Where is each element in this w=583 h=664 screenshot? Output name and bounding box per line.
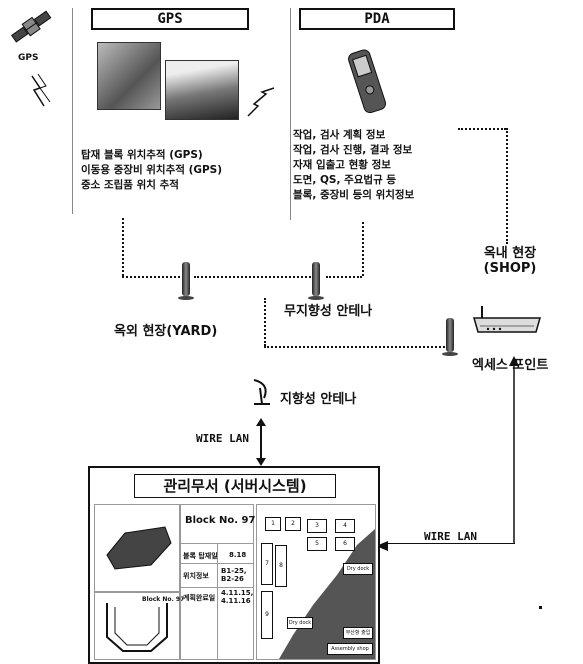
pda-item: 자재 입출고 현황 정보: [293, 158, 414, 173]
wire-lan-left-label: WIRE LAN: [196, 432, 249, 445]
gps-item: 중소 조립품 위치 추적: [81, 178, 222, 193]
map-tag: Dry dock: [287, 617, 313, 629]
satellite-label: GPS: [18, 53, 38, 63]
table-key: 계획완료일: [183, 593, 215, 603]
gps-item-list: 탑재 블록 위치추적 (GPS) 이동용 중장비 위치추적 (GPS) 중소 조…: [81, 148, 222, 193]
gps-terrain-photo: [165, 60, 239, 120]
satellite-icon: [8, 6, 56, 46]
gps-panel: GPS 탑재 블록 위치추적 (GPS) 이동용 중장비 위치추적 (GPS) …: [72, 8, 263, 214]
map-block: 3: [307, 519, 327, 533]
site-map: 1 2 3 4 5 6 7 8 9 Dry dock Dry dock 부산항 …: [256, 504, 376, 660]
pda-device-icon: [347, 46, 389, 116]
pda-item: 작업, 검사 진행, 결과 정보: [293, 143, 414, 158]
pda-side-line: [458, 128, 506, 130]
omni-antenna-left-icon: [182, 262, 190, 296]
yard-drop-line: [264, 298, 266, 346]
pda-panel: PDA 작업, 검사 계획 정보 작업, 검사 진행, 결과 정보 자재 입출고…: [290, 8, 459, 220]
indoor-site-line1: 옥내 현장: [460, 246, 560, 261]
signal-icon: [26, 72, 56, 112]
pda-item: 도면, QS, 주요법규 등: [293, 173, 414, 188]
pda-item: 블록, 중장비 등의 위치정보: [293, 188, 414, 203]
wire-lan-right-label: WIRE LAN: [424, 530, 477, 543]
directional-antenna-icon: [250, 376, 276, 406]
map-block: 8: [275, 545, 287, 587]
gps-item: 이동용 중장비 위치추적 (GPS): [81, 163, 222, 178]
ap-antenna-icon: [446, 318, 454, 352]
outdoor-site-label: 옥외 현장(YARD): [114, 320, 217, 339]
map-block: 6: [335, 537, 355, 551]
wire-lan-right-path: [500, 356, 530, 548]
gps-to-antenna-line: [122, 276, 184, 278]
wire-lan-left-arrow: [254, 418, 268, 466]
pda-to-antenna-line: [326, 276, 362, 278]
map-block: 5: [307, 537, 327, 551]
omni-antenna-right-icon: [312, 262, 320, 296]
pda-item: 작업, 검사 계획 정보: [293, 128, 414, 143]
pda-item-list: 작업, 검사 계획 정보 작업, 검사 진행, 결과 정보 자재 입출고 현황 …: [293, 128, 414, 203]
gps-panel-title: GPS: [91, 8, 249, 30]
pda-drop-line: [362, 222, 364, 276]
yard-to-ap-line: [264, 346, 448, 348]
server-title: 관리무서 (서버시스템): [134, 474, 336, 498]
pda-side-drop-line: [506, 128, 508, 244]
gps-device-photo: [97, 42, 161, 110]
wire-lan-right-line: [386, 543, 515, 544]
map-tag: Assembly shop: [327, 643, 373, 655]
map-block: 2: [285, 517, 301, 531]
block-number: Block No. 97: [185, 515, 255, 526]
table-value: 8.18: [229, 551, 246, 559]
map-block: 7: [261, 543, 273, 585]
gps-drop-line: [122, 218, 124, 276]
block-info-table: Block No. 97 블록 탑재일 8.18 위치정보 B1-25, B2-…: [180, 504, 254, 660]
stray-dot: [539, 606, 542, 609]
table-value: B1-25, B2-26: [221, 567, 251, 583]
indoor-site-label: 옥내 현장 (SHOP): [460, 246, 560, 276]
pda-panel-title: PDA: [299, 8, 455, 30]
gps-item: 탑재 블록 위치추적 (GPS): [81, 148, 222, 163]
map-block: 4: [335, 519, 355, 533]
access-point-icon: [470, 306, 546, 336]
server-system-panel: 관리무서 (서버시스템) Block No. 97 Block No. 97 블…: [88, 466, 380, 664]
table-value: 4.11.15, 4.11.16: [221, 589, 251, 605]
wireless-link-icon: [244, 86, 280, 122]
antenna-to-antenna-line: [194, 276, 314, 278]
directional-antenna-label: 지향성 안테나: [280, 388, 356, 407]
map-tag: Dry dock: [343, 563, 373, 575]
indoor-site-line2: (SHOP): [460, 261, 560, 276]
map-block: 9: [261, 591, 273, 639]
block-small-label: Block No. 97: [142, 596, 184, 603]
table-key: 블록 탑재일: [183, 551, 218, 561]
map-block: 1: [265, 517, 281, 531]
table-key: 위치정보: [183, 571, 209, 581]
block-shape-top: [94, 504, 180, 592]
omni-antenna-label: 무지향성 안테나: [284, 300, 372, 319]
map-tag: 부산항 출입: [343, 627, 373, 639]
